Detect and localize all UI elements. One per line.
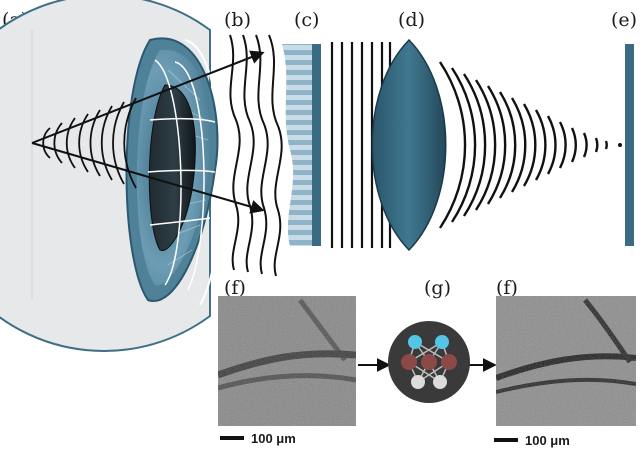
- focus-point: [618, 143, 622, 147]
- label-c: (c): [294, 9, 319, 31]
- aberrated-wavefronts: [229, 34, 283, 277]
- label-f-left: (f): [224, 277, 246, 299]
- scale-label-right: 100 μm: [525, 433, 570, 448]
- detector: [625, 44, 634, 246]
- retinal-image-right: [496, 296, 636, 426]
- converging-wavefronts: [439, 61, 608, 229]
- retinal-image-left: [218, 296, 356, 426]
- input-node: [408, 335, 422, 349]
- ray-arrows: [31, 50, 265, 214]
- label-d: (d): [398, 9, 425, 31]
- eye-illustration: [0, 0, 223, 352]
- wavefront-corrector: [282, 44, 321, 246]
- output-node: [411, 375, 425, 389]
- label-e: (e): [611, 9, 637, 31]
- output-node: [433, 375, 447, 389]
- label-g: (g): [424, 277, 451, 299]
- point-source-waves: [42, 97, 137, 189]
- hidden-node: [441, 354, 457, 370]
- hidden-node: [401, 354, 417, 370]
- input-node: [435, 335, 449, 349]
- scale-label-left: 100 μm: [251, 431, 296, 446]
- neural-network-diagram: [388, 321, 470, 403]
- lens: [371, 38, 447, 252]
- label-b: (b): [224, 9, 251, 31]
- hidden-node: [421, 354, 437, 370]
- label-f-right: (f): [496, 277, 518, 299]
